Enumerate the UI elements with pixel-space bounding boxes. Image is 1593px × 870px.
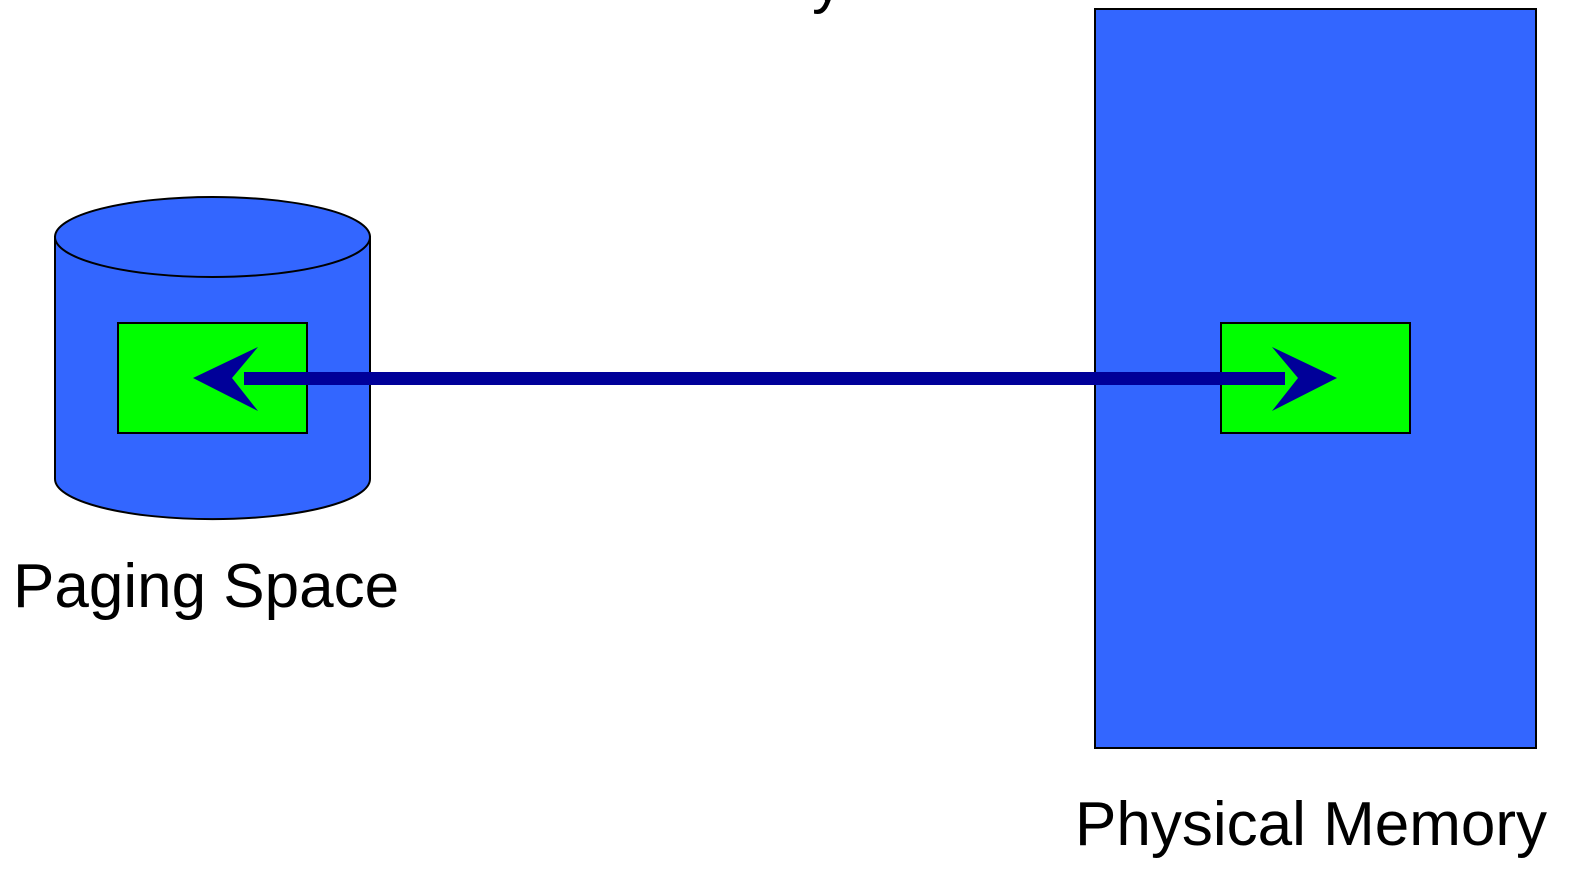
- cylinder-top: [54, 196, 371, 278]
- paging-space-label: Paging Space: [13, 552, 400, 621]
- physical-memory-label: Physical Memory: [1075, 790, 1547, 859]
- arrow-head-left: [193, 347, 258, 411]
- arrow-shaft: [244, 372, 1285, 385]
- page-transfer-arrow: [193, 347, 1337, 411]
- arrow-head-right: [1272, 347, 1337, 411]
- cut-off-title-text: y: [812, 0, 843, 12]
